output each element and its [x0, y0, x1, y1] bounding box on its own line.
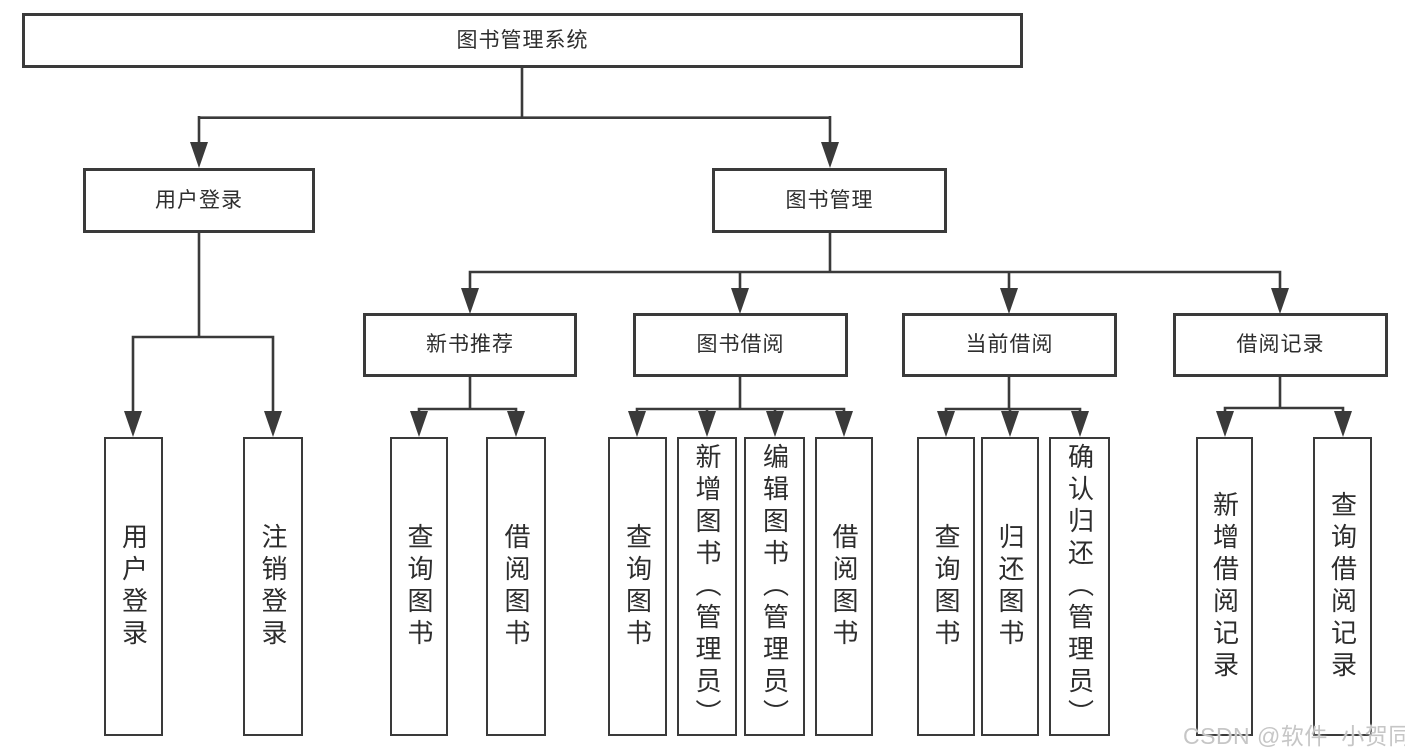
node-leaf-borrow-books-1: 借阅图书 [486, 437, 546, 736]
node-user-login-label: 用户登录 [155, 188, 243, 212]
node-leaf-edit-books-admin-label: 编辑图书（管理员） [759, 442, 790, 731]
node-leaf-return-books-label: 归还图书 [995, 522, 1025, 651]
node-library-system-label: 图书管理系统 [456, 28, 589, 52]
node-user-login: 用户登录 [83, 168, 315, 233]
node-leaf-query-borrow-record-label: 查询借阅记录 [1327, 490, 1358, 683]
node-leaf-borrow-books-1-label: 借阅图书 [501, 522, 531, 651]
node-leaf-confirm-return-admin-label: 确认归还（管理员） [1064, 442, 1095, 731]
node-leaf-logout: 注销登录 [243, 437, 303, 736]
node-new-book-recommendation: 新书推荐 [363, 313, 577, 377]
node-book-borrowing-label: 图书借阅 [696, 333, 785, 357]
node-leaf-query-books-2-label: 查询图书 [622, 522, 653, 651]
node-leaf-edit-books-admin: 编辑图书（管理员） [744, 437, 805, 736]
node-leaf-logout-label: 注销登录 [258, 522, 288, 651]
node-leaf-add-books-admin: 新增图书（管理员） [677, 437, 737, 736]
csdn-watermark: CSDN @软件_小贺同学 [1183, 723, 1405, 747]
node-library-system: 图书管理系统 [22, 13, 1023, 68]
node-book-borrowing: 图书借阅 [633, 313, 848, 377]
node-book-management: 图书管理 [712, 168, 947, 233]
node-leaf-query-books-3-label: 查询图书 [931, 522, 961, 651]
node-leaf-query-borrow-record: 查询借阅记录 [1313, 437, 1372, 736]
node-current-borrowing: 当前借阅 [902, 313, 1117, 377]
node-borrowing-records: 借阅记录 [1173, 313, 1388, 377]
node-leaf-query-books-1: 查询图书 [390, 437, 448, 736]
node-leaf-query-books-3: 查询图书 [917, 437, 975, 736]
node-leaf-query-books-1-label: 查询图书 [404, 522, 434, 651]
node-leaf-user-login: 用户登录 [104, 437, 163, 736]
node-leaf-user-login-label: 用户登录 [118, 522, 149, 651]
node-leaf-query-books-2: 查询图书 [608, 437, 667, 736]
node-book-management-label: 图书管理 [785, 188, 874, 212]
node-current-borrowing-label: 当前借阅 [965, 333, 1054, 357]
node-borrowing-records-label: 借阅记录 [1236, 333, 1325, 357]
node-leaf-return-books: 归还图书 [981, 437, 1039, 736]
node-leaf-confirm-return-admin: 确认归还（管理员） [1049, 437, 1110, 736]
node-leaf-add-borrow-record-label: 新增借阅记录 [1209, 490, 1240, 683]
node-leaf-add-borrow-record: 新增借阅记录 [1196, 437, 1253, 736]
node-leaf-borrow-books-2-label: 借阅图书 [829, 522, 859, 651]
node-new-book-recommendation-label: 新书推荐 [426, 333, 514, 357]
node-leaf-add-books-admin-label: 新增图书（管理员） [692, 442, 722, 731]
node-leaf-borrow-books-2: 借阅图书 [815, 437, 873, 736]
